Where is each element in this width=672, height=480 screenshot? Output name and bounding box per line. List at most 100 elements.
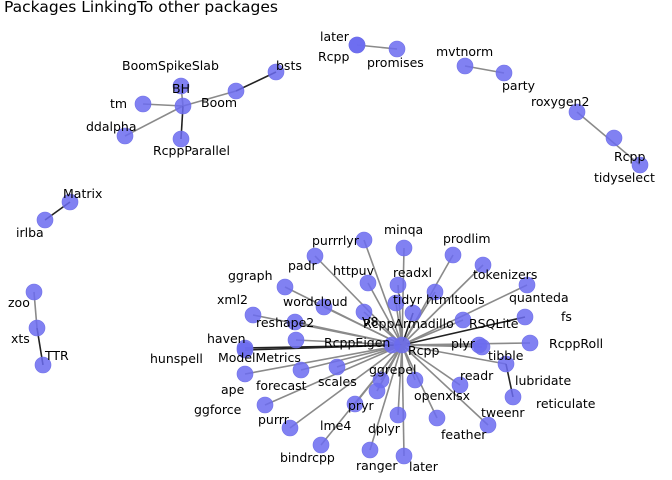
node-zoo: [25, 283, 43, 301]
node-lme4: [346, 395, 364, 413]
node-label-tm: tm: [110, 96, 127, 111]
node-label-reshape2: reshape2: [256, 315, 314, 330]
node-RSQLite: [454, 311, 472, 329]
node-bsts: [267, 63, 285, 81]
node-label-xml2: xml2: [217, 292, 248, 307]
node-reshape2: [286, 313, 304, 331]
node-label-zoo: zoo: [8, 295, 30, 310]
node-ModelMetrics: [236, 341, 254, 359]
node-label-RcppRoll: RcppRoll: [549, 336, 603, 351]
edge-Rcpp-ModelMetrics: [244, 344, 403, 351]
edge-Rcpp-minqa: [401, 247, 405, 346]
node-label-RcppArmadillo: RcppArmadillo: [363, 316, 454, 331]
node-tweenr: [479, 416, 497, 434]
node-wordcloud: [315, 298, 333, 316]
node-label-tokenizers: tokenizers: [473, 267, 537, 282]
node-label-ape: ape: [221, 382, 245, 397]
node-tokenizers: [474, 256, 492, 274]
node-label-plyr: plyr: [451, 336, 476, 351]
node-label-reticulate: reticulate: [536, 396, 596, 411]
node-label-later1: later: [320, 29, 350, 44]
node-readxl: [389, 276, 407, 294]
node-RcppRoll: [521, 334, 539, 352]
node-label-wordcloud: wordcloud: [283, 294, 348, 309]
node-label-tibble: tibble: [488, 348, 524, 363]
node-label-ggrepel: ggrepel: [369, 362, 417, 377]
node-ggforce: [256, 396, 274, 414]
node-V8: [355, 303, 373, 321]
node-label-tidyr: tidyr: [393, 292, 423, 307]
node-label-htmltools: htmltools: [426, 292, 485, 307]
edge-Rcpp-RSQLite: [401, 319, 464, 346]
node-label-Rcpp: Rcpp: [408, 343, 439, 358]
edge-Rcpp-ggforce: [264, 344, 403, 406]
node-label-irlba: irlba: [16, 225, 44, 240]
edge-Rcpp-tweenr: [401, 344, 489, 426]
node-pryr: [368, 382, 386, 400]
edge-Rcpp-reshape2: [294, 321, 403, 346]
node-later2: [395, 447, 413, 465]
node-Matrix: [61, 193, 79, 211]
node-irlba: [36, 211, 54, 229]
edge-Rcpp-readr: [401, 344, 461, 386]
node-label-mvtnorm: mvtnorm: [436, 44, 493, 59]
node-label-dplyr: dplyr: [368, 421, 401, 436]
edge-Rcpp-lubridate: [401, 344, 507, 365]
node-label-readr: readr: [460, 368, 494, 383]
node-label-ddalpha: ddalpha: [86, 119, 137, 134]
node-label-bindrcpp: bindrcpp: [280, 450, 335, 465]
edge-Rcpp-purrr: [289, 344, 403, 429]
node-label-quanteda: quanteda: [509, 290, 569, 305]
node-label-haven: haven: [207, 331, 246, 346]
node-label-Rcpp2: Rcpp: [614, 149, 645, 164]
node-xts: [28, 319, 46, 337]
node-label-lubridate: lubridate: [515, 373, 571, 388]
edge-Rcpp-ape: [244, 344, 403, 375]
edge-Rcpp-tokenizers: [401, 264, 484, 346]
node-label-Matrix: Matrix: [63, 186, 102, 201]
node-haven: [287, 331, 305, 349]
node-label-RSQLite: RSQLite: [469, 316, 519, 331]
node-label-openxlsx: openxlsx: [414, 388, 470, 403]
node-label-minqa: minqa: [384, 222, 423, 237]
node-label-fs: fs: [561, 309, 572, 324]
node-label-lme4: lme4: [320, 418, 351, 433]
node-htmltools: [426, 283, 444, 301]
node-label-ranger: ranger: [356, 458, 398, 473]
node-dplyr: [389, 406, 407, 424]
edge-Rcpp-bindrcpp: [320, 344, 403, 446]
node-tm: [134, 95, 152, 113]
node-promises: [388, 40, 406, 58]
node-Rcpp2: [605, 129, 623, 147]
node-label-hunspell: hunspell: [150, 351, 203, 366]
node-ddalpha: [116, 127, 134, 145]
node-label-feather: feather: [441, 427, 487, 442]
node-ranger: [361, 441, 379, 459]
node-RcppArmadillo: [404, 304, 422, 322]
node-Rcpp: [393, 336, 411, 354]
node-label-later2: later: [409, 459, 439, 474]
node-tibble: [470, 336, 488, 354]
node-label-prodlim: prodlim: [443, 231, 491, 246]
node-BH: [174, 97, 192, 115]
node-minqa: [395, 239, 413, 257]
node-label-httpuv: httpuv: [333, 263, 375, 278]
node-label-bsts: bsts: [276, 58, 302, 73]
node-party: [495, 64, 513, 82]
node-Boom: [227, 82, 245, 100]
node-xml2: [244, 306, 262, 324]
node-label-purrrlyr: purrrlyr: [312, 233, 360, 248]
node-purrrlyr: [355, 231, 373, 249]
node-BoomSpikeSlab: [172, 77, 190, 95]
edge-Rcpp-purrrlyr: [363, 239, 403, 346]
node-label-Rcpp1: Rcpp: [318, 49, 349, 64]
node-label-roxygen2: roxygen2: [531, 94, 589, 109]
node-label-xts: xts: [11, 331, 30, 346]
edge-Rcpp-dplyr: [397, 344, 403, 416]
node-tidyr: [387, 294, 405, 312]
node-label-tweenr: tweenr: [481, 405, 525, 420]
node-lubridate: [497, 355, 515, 373]
edge-Rcpp-padr: [314, 255, 403, 346]
